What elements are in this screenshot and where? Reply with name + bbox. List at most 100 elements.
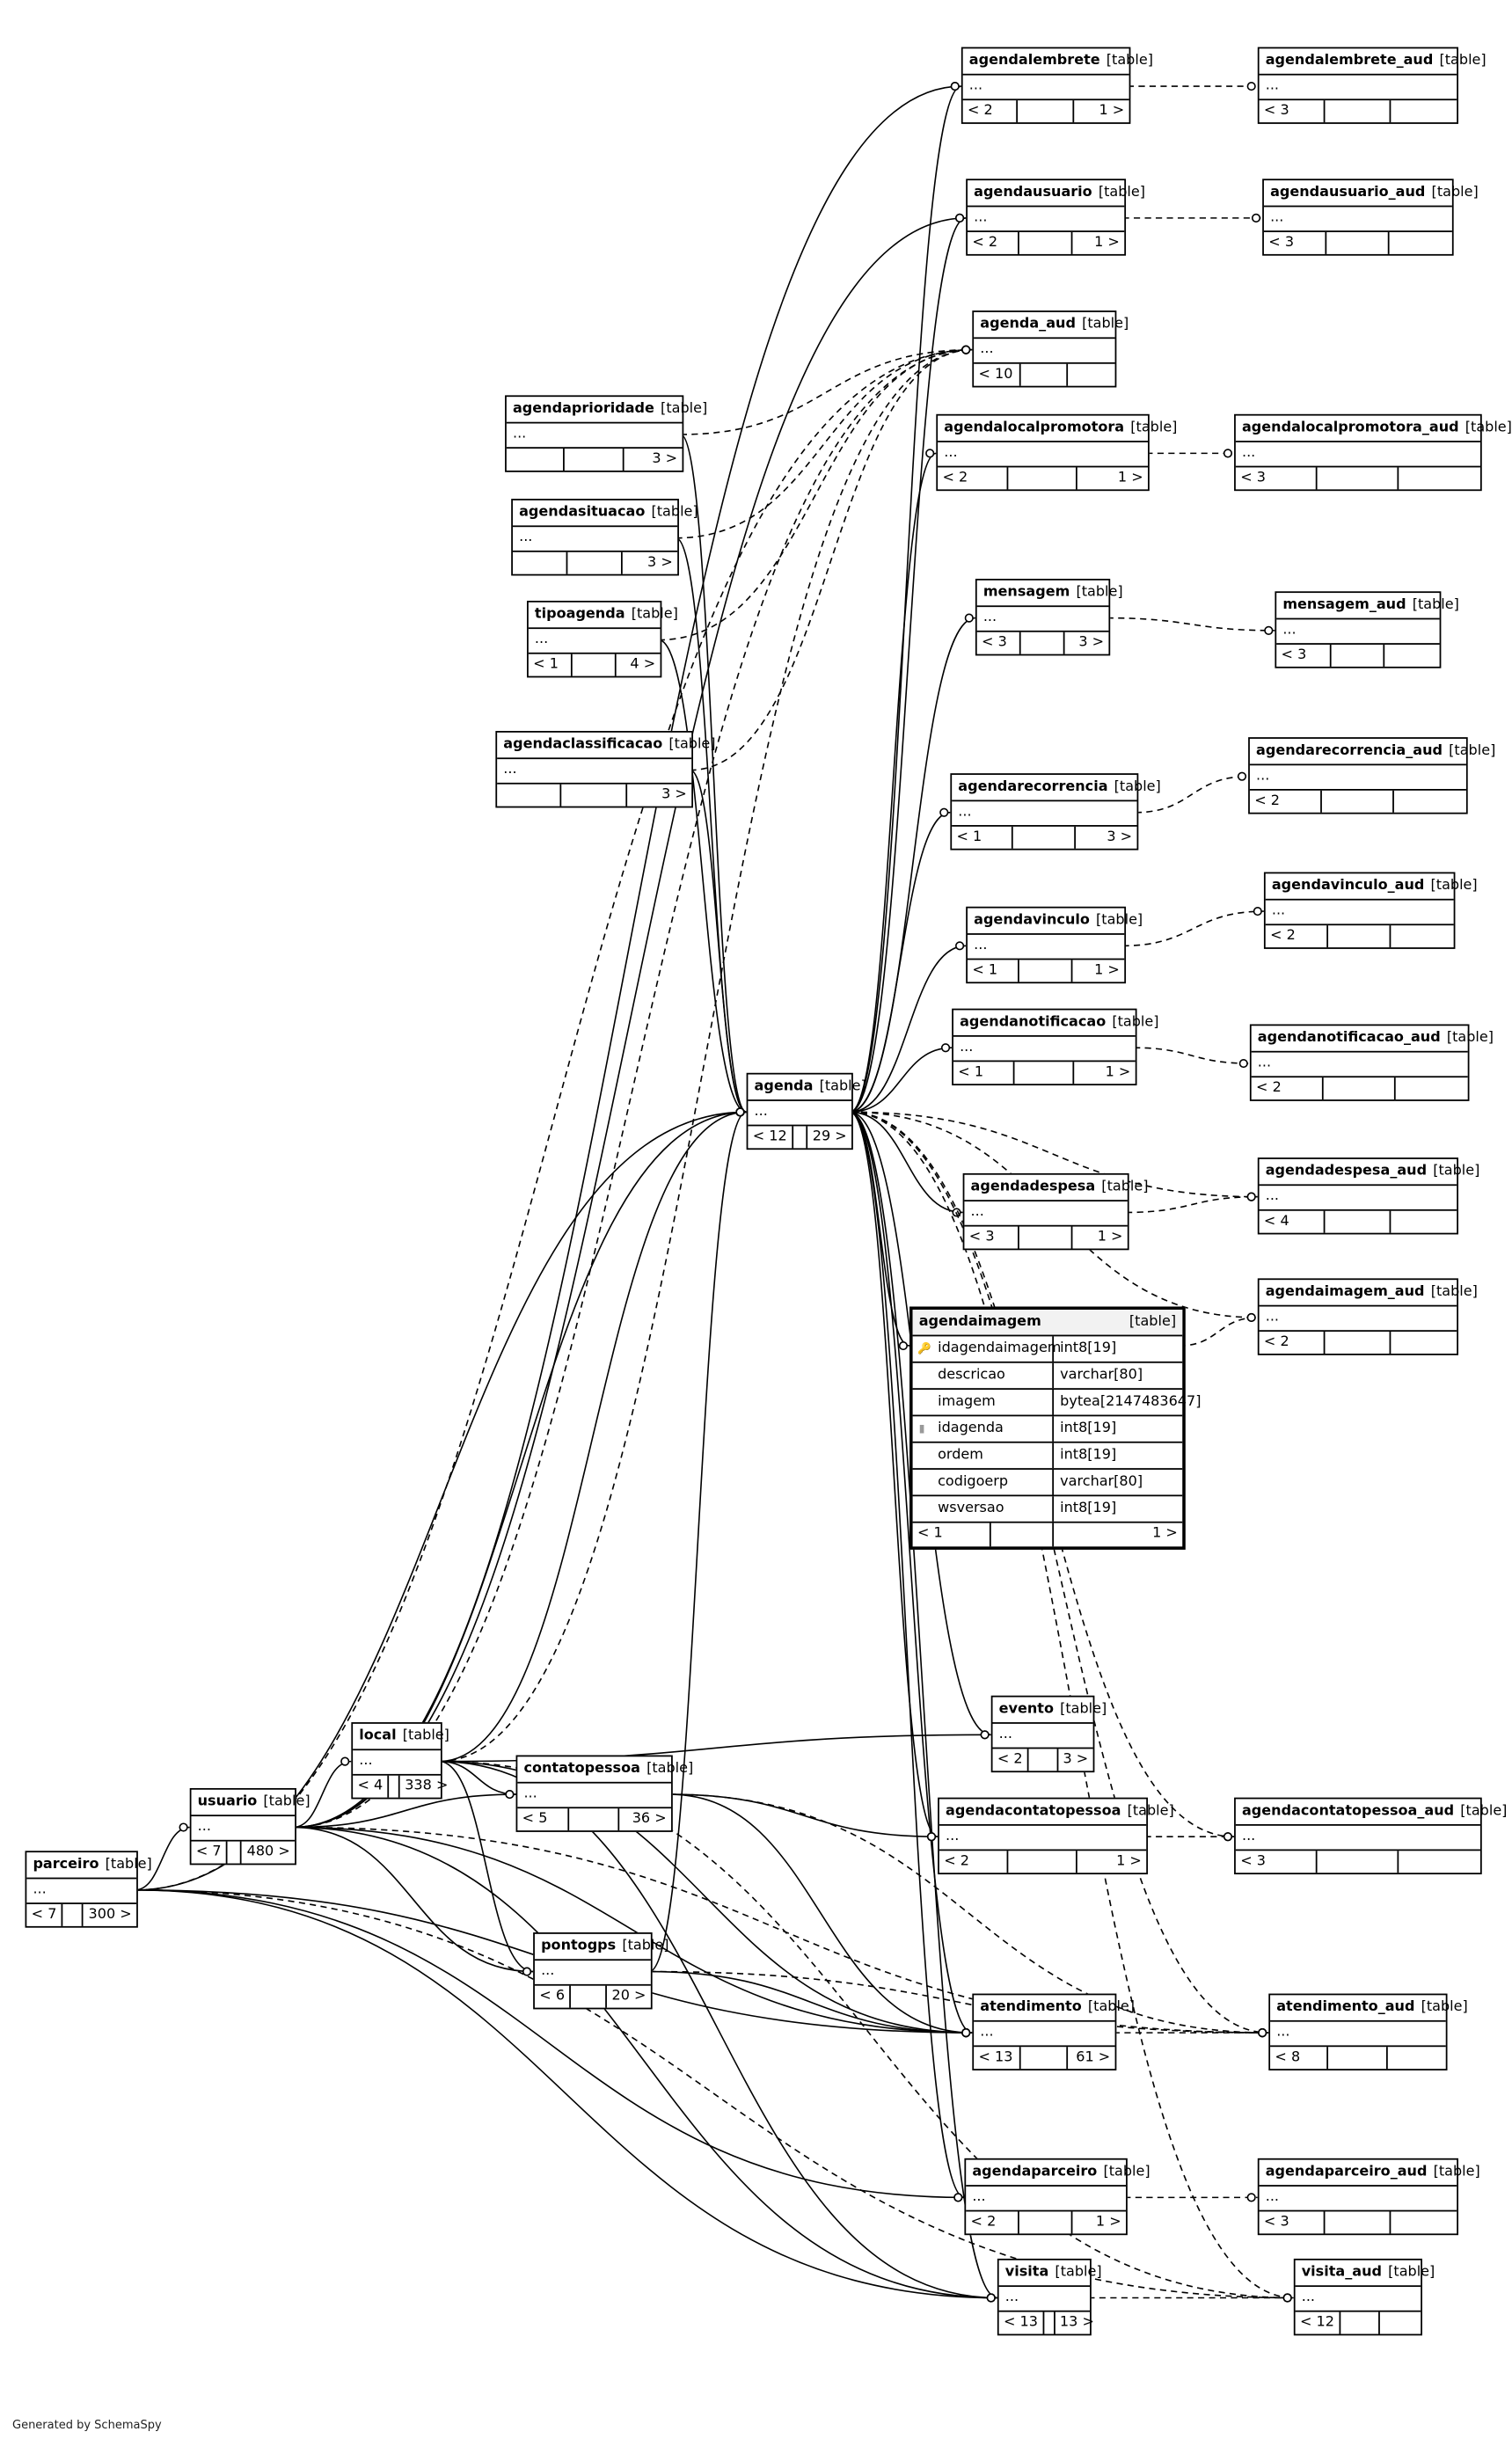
parent-count: < 2 [1250, 790, 1322, 813]
table-agendalocalpromotora_aud[interactable]: agendalocalpromotora_aud[table]...< 3 [1234, 413, 1512, 492]
table-type-label: [table] [1096, 912, 1143, 929]
child-count [1390, 232, 1452, 254]
relationship-endpoint-agendanotificacao-agendanotificacao_aud [1238, 1058, 1248, 1069]
table-name: mensagem_aud [1282, 597, 1406, 614]
child-count: 1 > [1097, 1230, 1123, 1245]
table-header: agendaclassificacao[table] [497, 733, 716, 760]
table-type-label: [table] [1060, 1701, 1107, 1718]
table-header: agendaprioridade[table] [506, 397, 707, 424]
column-type: varchar[80] [1060, 1474, 1143, 1491]
table-agendalembrete_aud[interactable]: agendalembrete_aud[table]...< 3 [1257, 47, 1486, 124]
parent-count: < 2 [1252, 1077, 1324, 1100]
table-atendimento_aud[interactable]: atendimento_aud[table]...< 8 [1268, 1993, 1468, 2070]
relationship-endpoint-usuario-agendausuario [955, 213, 965, 223]
relationship-agenda-agendacontatopessoa [850, 1111, 939, 1838]
footer-spacer [1021, 2047, 1069, 2070]
table-columns-collapsed: ... [974, 2022, 1115, 2048]
table-columns-collapsed: ... [939, 1826, 1147, 1851]
table-name: agendaprioridade [512, 401, 654, 418]
table-agendaparceiro_aud[interactable]: agendaparceiro_aud[table]...< 3 [1257, 2158, 1480, 2236]
table-name: agenda [754, 1078, 814, 1095]
table-agendaimagem_aud[interactable]: agendaimagem_aud[table]...< 2 [1257, 1278, 1478, 1355]
table-header: mensagem[table] [976, 581, 1123, 608]
table-type-label: [table] [1421, 1999, 1468, 2016]
table-type-label: [table] [1130, 420, 1178, 436]
relationship-endpoint-local-visita [986, 2293, 996, 2303]
table-agendacontatopessoa_aud[interactable]: agendacontatopessoa_aud[table]...< 3 [1234, 1797, 1507, 1875]
footer-spacer [569, 1808, 620, 1831]
table-agendarecorrencia_aud[interactable]: agendarecorrencia_aud[table]...< 2 [1248, 737, 1495, 814]
table-agendasituacao[interactable]: agendasituacao[table]...3 > [511, 499, 698, 576]
column-type: int8[19] [1060, 1447, 1117, 1464]
table-name: agendarecorrencia [958, 779, 1108, 796]
footer-spacer [793, 1126, 808, 1149]
table-agendavinculo_aud[interactable]: agendavinculo_aud[table]...< 2 [1263, 872, 1478, 949]
child-count: 1 > [1117, 470, 1143, 486]
relationship-endpoint-agendalembrete-agendalembrete_aud [1246, 81, 1256, 91]
table-agenda_aud[interactable]: agenda_aud[table]...< 10 [972, 310, 1129, 388]
child-count [1399, 1851, 1480, 1873]
table-agendausuario_aud[interactable]: agendausuario_aud[table]...< 3 [1262, 179, 1479, 256]
parent-count: < 2 [1266, 925, 1329, 948]
relationship-agenda-agendalocalpromotora [850, 452, 937, 1114]
table-columns-collapsed: ... [966, 2187, 1127, 2212]
table-columns-collapsed: ... [992, 1724, 1093, 1749]
table-columns-collapsed: ... [1295, 2287, 1421, 2312]
parent-count [497, 784, 562, 807]
table-name: local [359, 1728, 397, 1745]
table-columns-collapsed: ... [1249, 765, 1466, 791]
footer-spacer [567, 551, 623, 574]
table-footer: 3 > [513, 551, 677, 574]
table-type-label: [table] [1103, 2164, 1150, 2180]
table-columns-collapsed: ... [962, 76, 1129, 101]
parent-count: < 5 [517, 1808, 569, 1831]
table-type-label: [table] [1433, 1164, 1480, 1180]
table-mensagem_aud[interactable]: mensagem_aud[table]...< 3 [1275, 591, 1459, 668]
table-visita_aud[interactable]: visita_aud[table]...< 12 [1293, 2258, 1435, 2336]
table-agendaclassificacao[interactable]: agendaclassificacao[table]...3 > [495, 731, 716, 808]
parent-count [513, 551, 568, 574]
table-header: tipoagenda[table] [528, 602, 678, 630]
table-agendadespesa_aud[interactable]: agendadespesa_aud[table]...< 4 [1257, 1157, 1479, 1235]
footer-spacer [1325, 100, 1391, 123]
table-columns-collapsed: ... [1259, 1306, 1457, 1333]
table-header: local[table] [353, 1724, 449, 1751]
child-count: 3 > [647, 555, 673, 572]
column-type: int8[19] [1060, 1501, 1117, 1517]
table-agendanotificacao_aud[interactable]: agendanotificacao_aud[table]...< 2 [1249, 1024, 1494, 1101]
table-header: agendavinculo[table] [967, 909, 1143, 935]
column-name: idagendaimagem [913, 1336, 1061, 1362]
relationship-endpoint-agenda-agendacontatopessoa_aud [1223, 1832, 1233, 1842]
table-name: agendanotificacao_aud [1257, 1030, 1441, 1047]
table-name: agendadespesa [970, 1179, 1096, 1195]
table-type-label: [table] [1101, 1179, 1149, 1195]
relationship-endpoint-agendaparceiro-agendaparceiro_aud [1246, 2193, 1256, 2202]
table-columns-collapsed: ... [952, 801, 1137, 827]
table-header: agendalocalpromotora_aud[table] [1235, 416, 1512, 442]
table-agendaprioridade[interactable]: agendaprioridade[table]...3 > [505, 395, 707, 472]
table-header: agendalembrete[table] [962, 48, 1153, 76]
table-agendaimagem[interactable]: agendaimagem[table]idagendaimagemint8[19… [909, 1306, 1201, 1550]
